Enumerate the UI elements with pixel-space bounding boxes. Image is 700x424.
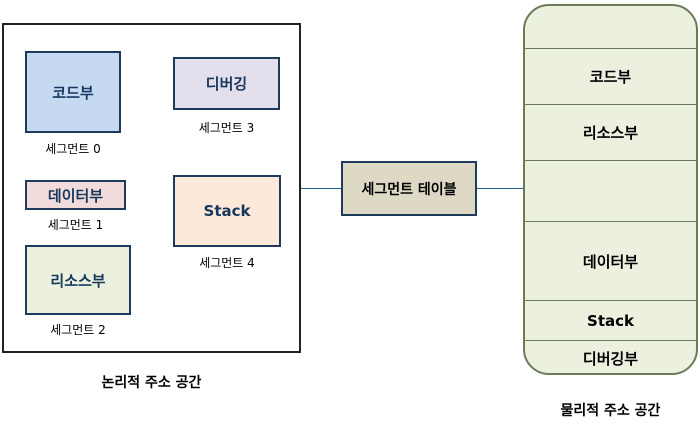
segment-3-box: 디버깅 bbox=[173, 57, 280, 110]
physical-address-space: 코드부 리소스부 데이터부 Stack 디버깅부 bbox=[523, 4, 698, 375]
physical-row-empty bbox=[525, 160, 696, 221]
physical-row-label: 리소스부 bbox=[582, 124, 639, 142]
physical-row-label: Stack bbox=[587, 311, 634, 330]
segment-4-label: Stack bbox=[203, 202, 251, 220]
physical-row-stack: Stack bbox=[525, 300, 696, 340]
segment-4-caption: 세그먼트 4 bbox=[199, 256, 255, 270]
segment-1-caption: 세그먼트 1 bbox=[47, 218, 104, 232]
segment-1-box: 데이터부 bbox=[25, 180, 126, 210]
segment-table-box: 세그먼트 테이블 bbox=[341, 161, 477, 216]
physical-space-title: 물리적 주소 공간 bbox=[560, 403, 661, 419]
connector-table-to-physical bbox=[477, 188, 523, 189]
segment-4-box: Stack bbox=[173, 175, 281, 247]
logical-space-title: 논리적 주소 공간 bbox=[101, 375, 202, 391]
physical-row-resource: 리소스부 bbox=[525, 104, 696, 160]
connector-logical-to-table bbox=[301, 188, 341, 189]
segment-0-box: 코드부 bbox=[25, 51, 121, 133]
physical-row-label: 코드부 bbox=[589, 68, 632, 86]
segment-2-caption: 세그먼트 2 bbox=[50, 323, 106, 337]
segment-table-label: 세그먼트 테이블 bbox=[361, 181, 457, 198]
segment-2-label: 리소스부 bbox=[50, 271, 106, 290]
physical-row-debug: 디버깅부 bbox=[525, 340, 696, 373]
physical-row-code: 코드부 bbox=[525, 48, 696, 104]
segment-0-label: 코드부 bbox=[52, 83, 94, 102]
physical-row-data: 데이터부 bbox=[525, 221, 696, 300]
physical-row-label: 디버깅부 bbox=[582, 349, 639, 368]
logical-address-space bbox=[2, 23, 301, 353]
segment-0-caption: 세그먼트 0 bbox=[45, 142, 101, 156]
segment-2-box: 리소스부 bbox=[25, 245, 131, 315]
segment-3-caption: 세그먼트 3 bbox=[198, 121, 255, 135]
segment-3-label: 디버깅 bbox=[205, 75, 248, 93]
physical-row-label: 데이터부 bbox=[582, 252, 639, 271]
segment-1-label: 데이터부 bbox=[47, 186, 104, 205]
